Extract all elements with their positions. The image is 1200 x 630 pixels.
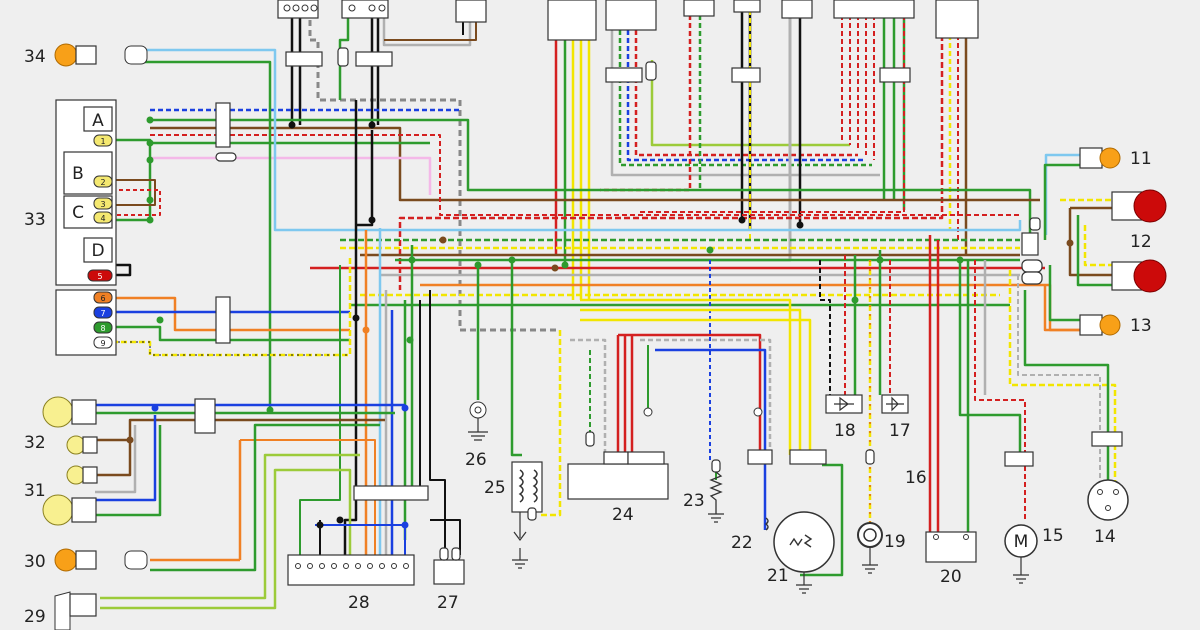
label-27: 27 xyxy=(437,593,459,613)
top-harness-wires xyxy=(290,0,560,332)
alternator xyxy=(747,407,835,594)
handlebar-switch-block: A B C D 1 2 3 4 5 6 7 8 9 xyxy=(55,99,237,356)
pin-3: 3 xyxy=(100,200,105,209)
position-lamp-lower xyxy=(66,465,98,485)
label-26: 26 xyxy=(465,450,487,470)
label-23: 23 xyxy=(683,491,705,511)
switch-letter-c: C xyxy=(72,203,84,223)
label-34: 34 xyxy=(24,47,46,67)
switch-letter-a: A xyxy=(92,111,104,131)
label-30: 30 xyxy=(24,552,46,572)
switch-letter-d: D xyxy=(91,241,104,261)
diode xyxy=(881,394,909,414)
horizontal-bus xyxy=(130,48,1090,410)
neutral-switch xyxy=(468,401,488,441)
horn xyxy=(54,591,97,630)
junction-dots xyxy=(146,116,964,414)
pin-7: 7 xyxy=(100,309,105,318)
pin-5: 5 xyxy=(97,272,102,281)
label-28: 28 xyxy=(348,593,370,613)
label-25: 25 xyxy=(484,478,506,498)
right-component-wires xyxy=(928,235,1117,535)
position-lamp-upper xyxy=(66,435,98,455)
cdi-unit xyxy=(567,407,669,500)
label-22: 22 xyxy=(731,533,753,553)
label-16: 16 xyxy=(905,468,927,488)
label-19: 19 xyxy=(884,532,906,552)
left-trunk-wires xyxy=(100,100,461,610)
front-left-turn-signal xyxy=(54,43,148,67)
component-labels: 34 33 32 31 30 29 28 27 26 25 24 23 22 2… xyxy=(24,47,1152,627)
label-14: 14 xyxy=(1094,527,1116,547)
regulator-rectifier xyxy=(825,394,863,414)
label-12: 12 xyxy=(1130,232,1152,252)
pin-1: 1 xyxy=(100,137,105,146)
label-15: 15 xyxy=(1042,526,1064,546)
label-24: 24 xyxy=(612,505,634,525)
pin-9: 9 xyxy=(100,339,105,348)
headlight xyxy=(42,396,216,434)
switch-pins: 1 2 3 4 5 6 7 8 9 xyxy=(87,134,113,349)
label-32: 32 xyxy=(24,433,46,453)
tail-light-upper xyxy=(1111,189,1167,223)
pin-6: 6 xyxy=(100,294,105,303)
rear-light-wires xyxy=(1043,153,1115,332)
headlight-wires xyxy=(80,403,405,517)
label-29: 29 xyxy=(24,607,46,627)
label-20: 20 xyxy=(940,567,962,587)
label-17: 17 xyxy=(889,421,911,441)
high-beam-lamp xyxy=(42,494,97,526)
wire-harness xyxy=(80,0,1117,610)
front-right-turn-signal xyxy=(54,548,148,572)
battery xyxy=(925,531,977,563)
rear-right-turn-signal xyxy=(1079,147,1121,169)
rear-left-turn-signal xyxy=(1079,314,1121,336)
pin-4: 4 xyxy=(100,214,105,223)
tail-light-lower xyxy=(1111,259,1167,293)
label-11: 11 xyxy=(1130,149,1152,169)
label-31: 31 xyxy=(24,481,46,501)
label-33: 33 xyxy=(24,210,46,230)
label-18: 18 xyxy=(834,421,856,441)
label-13: 13 xyxy=(1130,316,1152,336)
pin-8: 8 xyxy=(100,324,105,333)
rear-connectors xyxy=(1021,217,1043,285)
top-connectors xyxy=(277,0,979,83)
ignition-coil xyxy=(511,461,543,569)
label-21: 21 xyxy=(767,566,789,586)
motor-symbol: M xyxy=(1014,532,1029,552)
spark-plug-sensor xyxy=(857,449,883,574)
switch-group-wires xyxy=(100,138,352,357)
starter-motor: M xyxy=(1004,451,1038,584)
connector-27 xyxy=(433,547,465,585)
resistor xyxy=(708,459,724,523)
main-connector-28 xyxy=(287,485,429,586)
pin-2: 2 xyxy=(100,178,105,187)
center-component-wires xyxy=(476,250,891,577)
switch-letter-b: B xyxy=(72,164,84,184)
tail-socket xyxy=(1087,431,1129,521)
